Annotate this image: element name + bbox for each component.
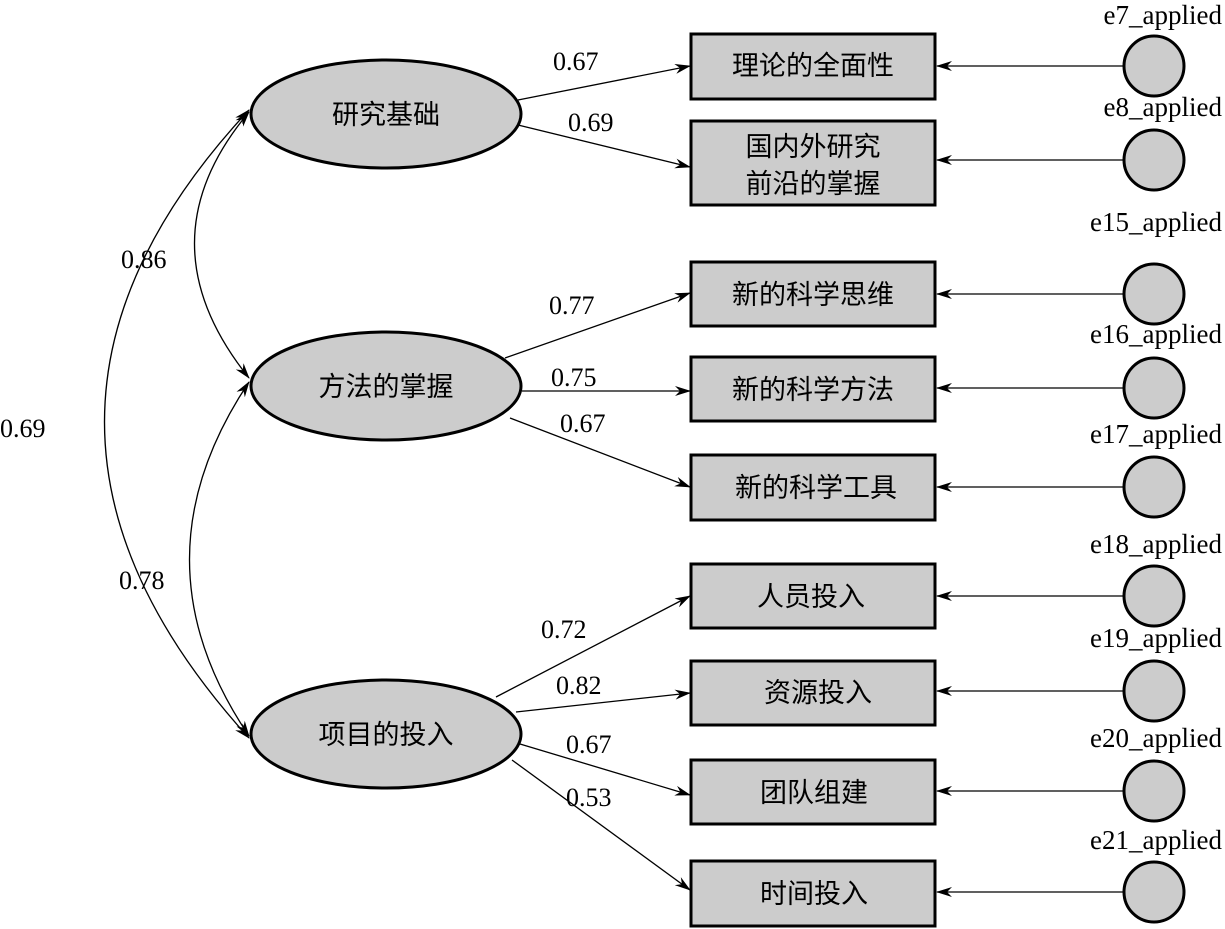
error-circle-i9	[1122, 860, 1186, 924]
error-label-i8: e20_applied	[1090, 723, 1222, 753]
indicator-label-i5: 新的科学工具	[735, 473, 897, 504]
loading-value-i6: 0.72	[541, 615, 587, 644]
indicator-label-i7: 资源投入	[764, 678, 872, 709]
loading-value-i7: 0.82	[556, 671, 602, 700]
error-label-i2: e8_applied	[1104, 92, 1223, 122]
loading-value-i5: 0.67	[560, 409, 606, 438]
indicator-box-i4	[689, 355, 937, 423]
error-circle-i1	[1122, 34, 1186, 98]
correlation-value-l1-l3: 0.69	[0, 414, 46, 443]
error-circle-i3	[1122, 262, 1186, 326]
loading-arrow-i7	[515, 689, 691, 713]
latent-label-l3: 项目的投入	[319, 720, 454, 751]
error-label-i9: e21_applied	[1090, 825, 1222, 855]
indicator-label-i8: 团队组建	[760, 778, 868, 809]
error-label-i5: e17_applied	[1090, 419, 1222, 449]
error-label-i3: e15_applied	[1090, 207, 1222, 237]
latent-label-l1: 研究基础	[332, 100, 440, 131]
loading-value-i2: 0.69	[568, 108, 614, 137]
loading-arrow-i8	[519, 743, 691, 796]
indicator-label-i4: 新的科学方法	[732, 375, 894, 406]
latent-ellipse-l2	[249, 330, 523, 442]
error-circle-i5	[1122, 455, 1186, 519]
indicator-box-i2	[689, 119, 937, 207]
error-circle-i7	[1122, 659, 1186, 723]
indicator-box-i6	[689, 562, 937, 630]
correlation-curve-l1-l2	[193, 111, 250, 379]
correlation-curve-l2-l3	[188, 381, 250, 737]
error-label-i4: e16_applied	[1090, 319, 1222, 349]
loading-arrow-i5	[509, 417, 691, 488]
error-label-i1: e7_applied	[1104, 0, 1223, 30]
loading-arrow-i2	[517, 124, 691, 169]
indicator-box-i3	[689, 260, 937, 328]
indicator-box-i7	[689, 659, 937, 727]
loading-value-i9: 0.53	[566, 783, 612, 812]
correlation-curve-l1-l3	[103, 109, 250, 739]
loading-arrow-i9	[511, 759, 691, 891]
indicator-label-i9: 时间投入	[760, 879, 868, 910]
loading-value-i1: 0.67	[553, 47, 599, 76]
indicator-box-i9	[689, 859, 937, 928]
indicator-label-i2-line1: 国内外研究	[746, 132, 881, 163]
error-circle-i4	[1122, 356, 1186, 420]
loading-arrow-i6	[495, 595, 691, 698]
correlation-value-l2-l3: 0.78	[119, 566, 165, 595]
indicator-label-i3: 新的科学思维	[732, 280, 894, 311]
loading-value-i3: 0.77	[549, 291, 595, 320]
error-circle-i6	[1122, 564, 1186, 628]
correlation-value-l1-l2: 0.86	[121, 245, 167, 274]
indicator-label-i2-line2: 前沿的掌握	[746, 169, 881, 200]
latent-label-l2: 方法的掌握	[319, 372, 454, 403]
indicator-box-i1	[689, 32, 937, 101]
latent-ellipse-l1	[249, 58, 523, 170]
error-label-i7: e19_applied	[1090, 623, 1222, 653]
loading-value-i8: 0.67	[566, 730, 612, 759]
loading-value-i4: 0.75	[551, 363, 597, 392]
indicator-label-i6: 人员投入	[757, 582, 865, 613]
indicator-box-i5	[689, 453, 937, 522]
indicator-label-i1: 理论的全面性	[732, 51, 894, 82]
error-label-i6: e18_applied	[1090, 529, 1222, 559]
error-circle-i2	[1122, 128, 1186, 192]
loading-arrow-i3	[504, 292, 691, 359]
loading-arrow-i1	[517, 64, 691, 101]
error-circle-i8	[1122, 759, 1186, 823]
indicator-box-i8	[689, 758, 937, 826]
latent-ellipse-l3	[249, 678, 523, 790]
